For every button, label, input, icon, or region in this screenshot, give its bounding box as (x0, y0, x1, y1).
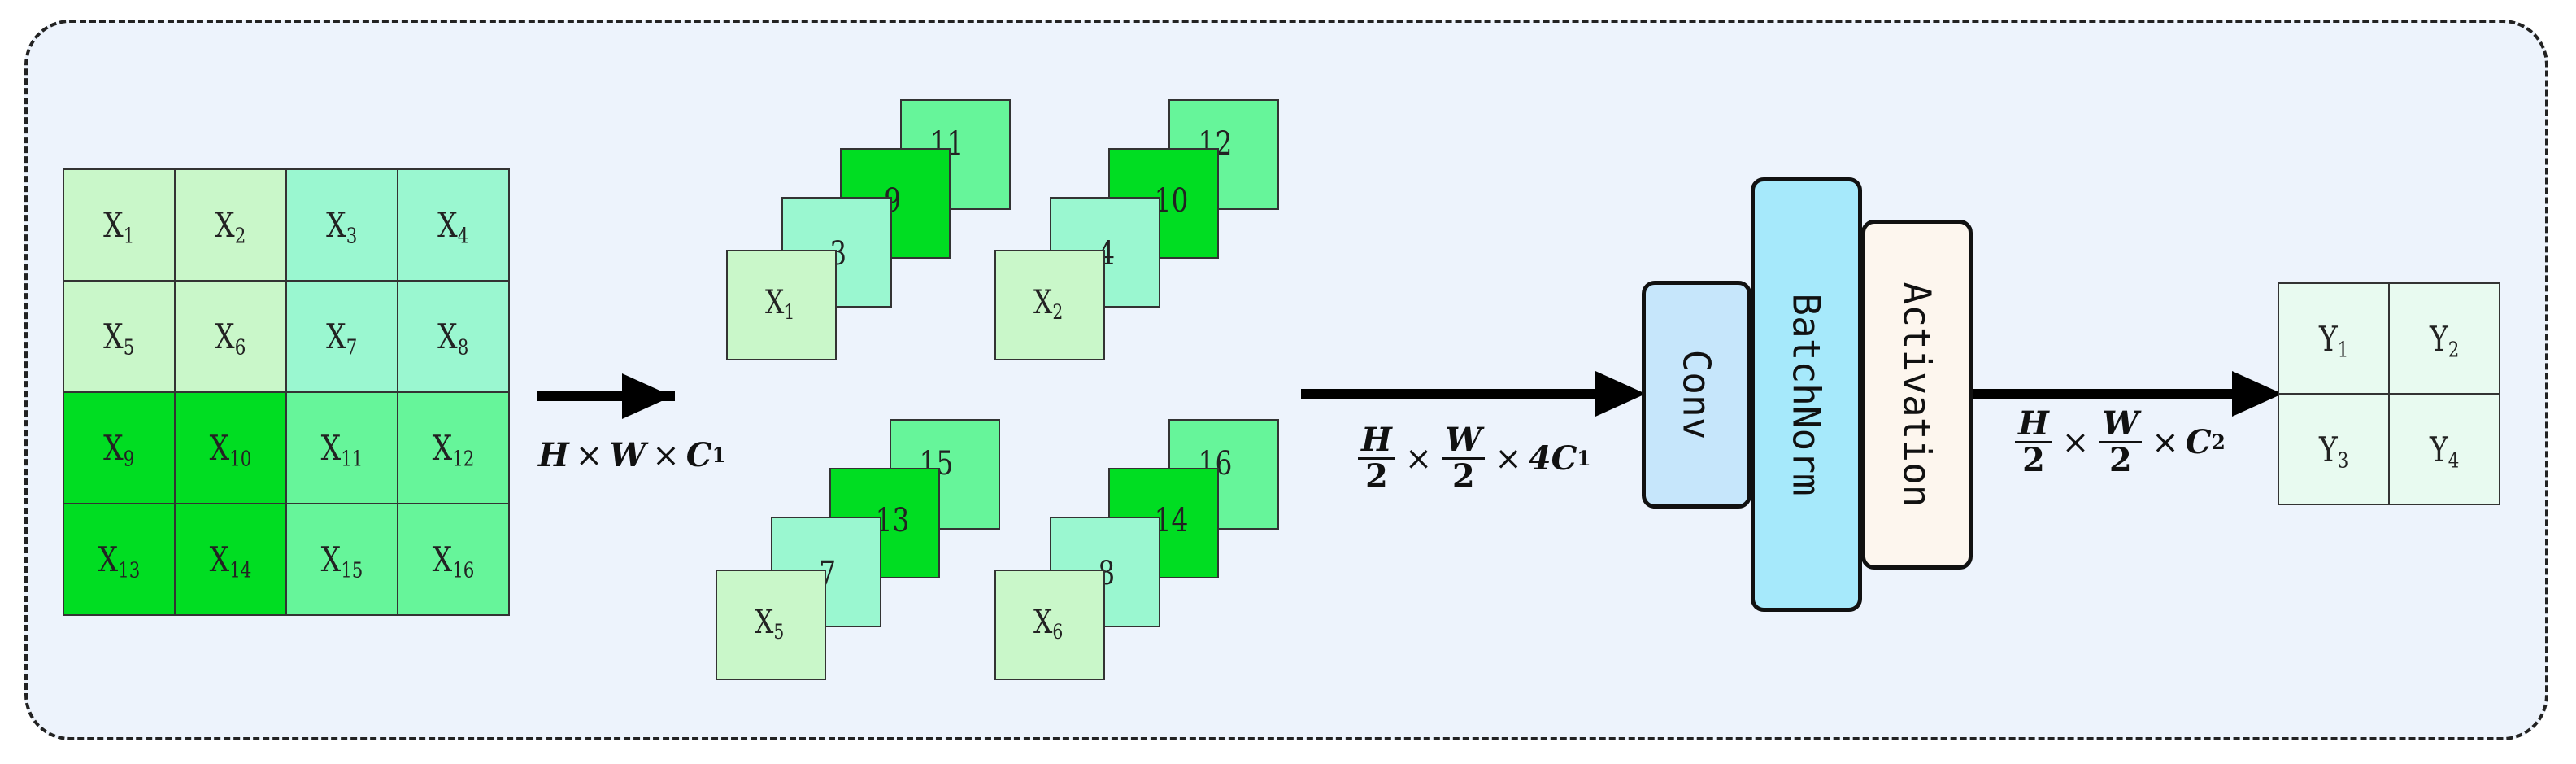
cell-symbol: X (103, 428, 124, 468)
stack-front-square: X6 (994, 570, 1105, 680)
cell-symbol: X (754, 604, 774, 641)
cell-symbol: X (326, 205, 346, 245)
cell-symbol: Y (2429, 429, 2448, 469)
cell-index: 1 (784, 299, 795, 324)
cell-symbol: X (437, 317, 458, 356)
cell-index: 9 (123, 447, 135, 472)
cell-symbol: Y (2429, 318, 2448, 359)
input-cell: X16 (397, 503, 510, 616)
cell-symbol: X (764, 284, 785, 321)
cell-symbol: X (215, 205, 235, 245)
input-cell: X10 (174, 391, 287, 504)
cell-index: 10 (229, 447, 252, 472)
activation-block: Activation (1861, 220, 1973, 570)
input-cell: X11 (285, 391, 398, 504)
conv-block: Conv (1642, 281, 1751, 509)
cell-index: 12 (452, 447, 475, 472)
arrow-block-to-output (1973, 389, 2249, 399)
input-cell: X12 (397, 391, 510, 504)
cell-symbol: X (437, 205, 458, 245)
input-cell: X14 (174, 503, 287, 616)
cell-symbol: X (432, 539, 453, 579)
cell-symbol: Y (2318, 429, 2338, 469)
cell-index: 5 (123, 335, 135, 360)
output-cell: Y4 (2388, 393, 2500, 505)
arrow-block-to-output-head (2232, 371, 2282, 417)
input-cell: X7 (285, 280, 398, 393)
cell-index: 3 (2337, 447, 2349, 473)
cell-index: 14 (229, 558, 252, 583)
input-cell: X5 (63, 280, 176, 393)
cell-symbol: X (209, 428, 230, 468)
cell-index: 2 (2448, 337, 2460, 362)
cell-symbol: X (320, 428, 342, 468)
cell-index: 6 (234, 335, 246, 360)
input-cell: X4 (397, 168, 510, 282)
arrow-stacks-to-conv-head (1595, 371, 1646, 417)
cell-symbol: X (1033, 284, 1053, 321)
cell-symbol: X (103, 205, 124, 245)
input-cell: X15 (285, 503, 398, 616)
cell-index: 11 (341, 447, 363, 472)
cell-symbol: X (320, 539, 342, 579)
batchnorm-block: BatchNorm (1751, 177, 1862, 612)
input-cell: X1 (63, 168, 176, 282)
cell-index: 5 (773, 619, 785, 644)
cell-symbol: X (326, 317, 346, 356)
stack-front-square: X5 (716, 570, 826, 680)
cell-index: 1 (123, 224, 135, 249)
cell-symbol: X (215, 317, 235, 356)
input-cell: X13 (63, 503, 176, 616)
input-cell: X3 (285, 168, 398, 282)
cell-index: 1 (2337, 337, 2349, 362)
input-cell: X2 (174, 168, 287, 282)
cell-index: 13 (118, 558, 141, 583)
output-cell: Y2 (2388, 282, 2500, 395)
arrow-input-to-stacks-head (622, 373, 672, 419)
cell-symbol: X (209, 539, 230, 579)
cell-index: 7 (346, 335, 358, 360)
cell-symbol: X (98, 539, 119, 579)
cell-index: 2 (234, 224, 246, 249)
cell-symbol: X (103, 317, 124, 356)
cell-symbol: X (1033, 604, 1053, 641)
input-cell: X8 (397, 280, 510, 393)
cell-index: 15 (341, 558, 363, 583)
cell-index: 4 (457, 224, 469, 249)
stack-back-square: 10 (1108, 148, 1219, 259)
cell-symbol: X (432, 428, 453, 468)
output-cell: Y1 (2278, 282, 2390, 395)
cell-index: 16 (452, 558, 475, 583)
arrow-stacks-to-conv (1301, 389, 1610, 399)
cell-index: 3 (346, 224, 358, 249)
output-cell: Y3 (2278, 393, 2390, 505)
cell-symbol: Y (2318, 318, 2338, 359)
stack-front-square: X2 (994, 250, 1105, 360)
stack-front-square: X1 (726, 250, 837, 360)
cell-index: 4 (2448, 447, 2460, 473)
input-cell: X6 (174, 280, 287, 393)
cell-index: 8 (457, 335, 469, 360)
input-cell: X9 (63, 391, 176, 504)
cell-index: 2 (1052, 299, 1064, 324)
cell-index: 6 (1052, 619, 1064, 644)
